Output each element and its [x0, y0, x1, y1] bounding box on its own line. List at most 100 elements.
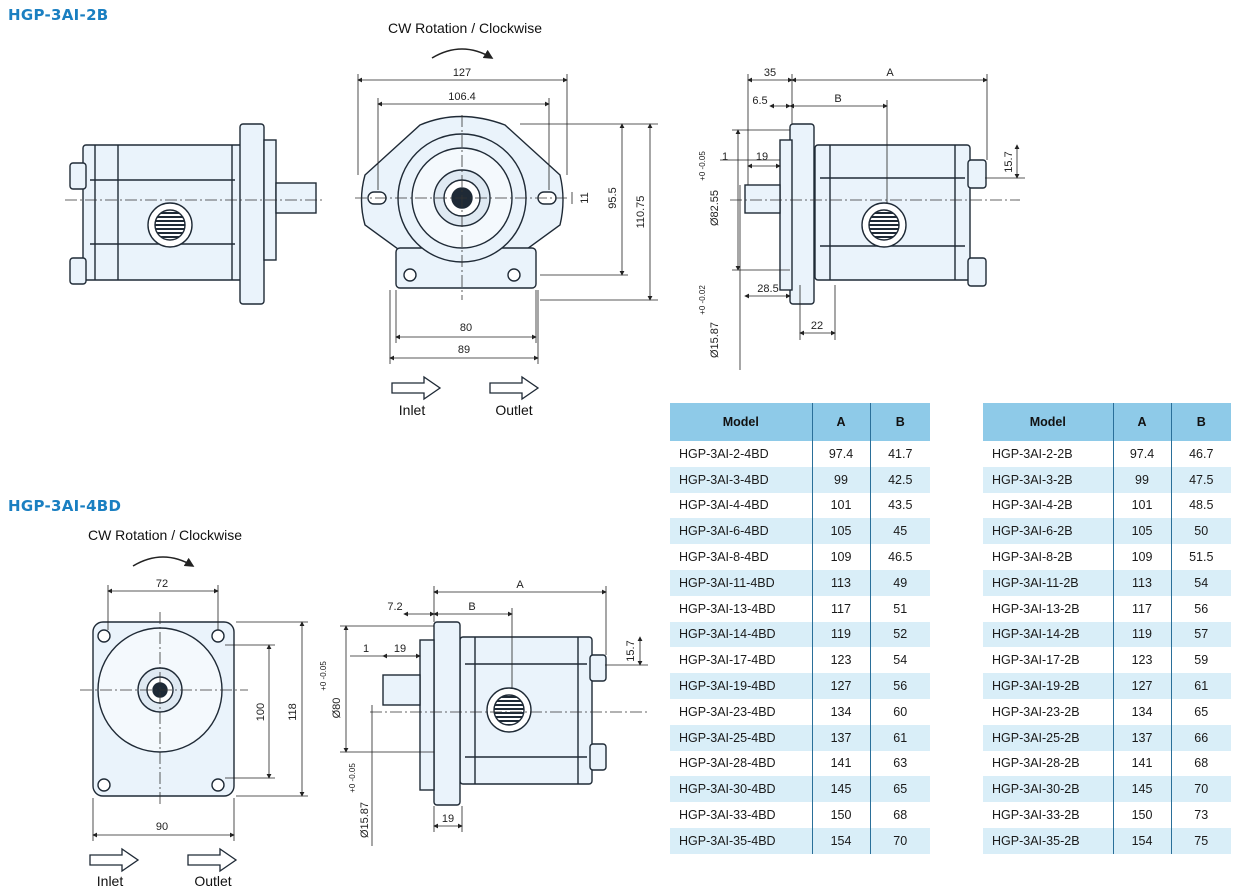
dim-15-7-top: 15.7 [1003, 151, 1015, 172]
cell-b: 48.5 [1189, 498, 1214, 513]
cell-b: 45 [870, 518, 930, 545]
dim-11: 11 [579, 192, 591, 203]
col-header-a: A [1113, 403, 1172, 441]
cell-b: 73 [1194, 808, 1209, 823]
pump-front-view-top [360, 115, 564, 289]
cell-model: HGP-3AI-6-2B [983, 518, 1114, 545]
dim-127: 127 [453, 67, 471, 79]
cell-model: HGP-3AI-3-2B [983, 466, 1114, 493]
cell-b: 49 [870, 569, 930, 596]
cell-a: 137 [1113, 724, 1172, 751]
dim-B-top: B [834, 93, 841, 105]
cell-model: HGP-3AI-14-4BD [670, 621, 813, 648]
col-header-model: Model [983, 403, 1114, 441]
dim-dia-15-87-bottom: Ø15.87 [359, 802, 371, 838]
cell-b: 65 [1194, 704, 1209, 719]
cell-b: 54 [893, 653, 908, 668]
cell-a: 119 [812, 621, 871, 648]
dim-90: 90 [156, 821, 168, 833]
section-title-4bd: HGP-3AI-4BD [8, 497, 122, 515]
inlet-label-top: Inlet [399, 402, 426, 418]
cell-b: 66 [1171, 724, 1231, 751]
cell-a: 154 [812, 827, 871, 854]
inlet-arrow-bottom [89, 847, 140, 873]
cell-a: 141 [1113, 750, 1172, 777]
cell-a: 154 [1113, 827, 1172, 854]
cell-a: 137 [812, 724, 871, 751]
col-header-a: A [812, 403, 871, 441]
cell-a: 109 [1113, 544, 1172, 570]
cell-b: 61 [870, 724, 930, 751]
cell-model: HGP-3AI-3-4BD [670, 466, 813, 493]
dim-dia-15-87-top: Ø15.87 [709, 322, 721, 358]
cell-a: 123 [1113, 647, 1172, 674]
cell-model: HGP-3AI-28-2B [983, 750, 1114, 777]
cell-b: 42.5 [870, 466, 930, 493]
dim-89: 89 [458, 344, 470, 356]
cell-b: 56 [1194, 601, 1209, 616]
cell-b: 59 [1194, 653, 1209, 668]
outlet-label-bottom: Outlet [194, 873, 231, 888]
cell-a: 117 [1113, 595, 1172, 622]
cell-model: HGP-3AI-30-4BD [670, 776, 813, 803]
cell-b: 61 [1171, 673, 1231, 699]
dim-1-bottom: 1 [363, 643, 369, 655]
dim-dia-80: Ø80 [331, 698, 343, 719]
cell-b: 46.5 [888, 550, 913, 565]
cell-b: 68 [1194, 756, 1209, 771]
cell-model: HGP-3AI-11-2B [983, 569, 1114, 596]
cell-b: 52 [870, 621, 930, 648]
inlet-label-bottom: Inlet [97, 873, 124, 888]
dim-1-top: 1 [722, 151, 728, 163]
dim-106-4: 106.4 [448, 91, 476, 103]
dim-19-top: 19 [756, 151, 768, 163]
col-header-b: B [1171, 403, 1231, 441]
cell-a: 150 [812, 802, 871, 828]
pump-side-view-bottom [382, 621, 607, 806]
cell-a: 123 [812, 647, 871, 674]
dim-19b-bottom: 19 [442, 813, 454, 825]
outlet-arrow-bottom [187, 847, 238, 873]
cell-model: HGP-3AI-35-2B [983, 827, 1114, 854]
cell-a: 134 [1113, 698, 1172, 725]
cell-b: 54 [1171, 569, 1231, 596]
cell-model: HGP-3AI-6-4BD [670, 518, 813, 545]
cell-a: 105 [1113, 518, 1172, 545]
cell-model: HGP-3AI-23-2B [983, 698, 1114, 725]
dim-A-top: A [886, 67, 894, 79]
cell-b: 47.5 [1171, 466, 1231, 493]
cell-b: 41.7 [888, 446, 913, 461]
cell-model: HGP-3AI-14-2B [983, 621, 1114, 648]
cell-b: 65 [870, 776, 930, 803]
inlet-arrow-top [391, 375, 442, 401]
cell-a: 101 [812, 492, 871, 519]
cell-a: 117 [812, 595, 871, 622]
dim-28-5: 28.5 [757, 283, 778, 295]
dim-110-75: 110.75 [635, 196, 647, 229]
table-header-row: Model A B [983, 403, 1231, 441]
cell-model: HGP-3AI-17-2B [983, 647, 1114, 674]
cell-model: HGP-3AI-19-2B [983, 673, 1114, 699]
cell-a: 99 [1113, 466, 1172, 493]
cell-b: 57 [1171, 621, 1231, 648]
cell-a: 113 [1113, 569, 1172, 596]
cell-a: 97.4 [812, 441, 871, 467]
cell-model: HGP-3AI-33-2B [983, 802, 1114, 828]
dim-6-5: 6.5 [752, 95, 767, 107]
cell-a: 150 [1113, 802, 1172, 828]
cell-model: HGP-3AI-13-4BD [670, 595, 813, 622]
